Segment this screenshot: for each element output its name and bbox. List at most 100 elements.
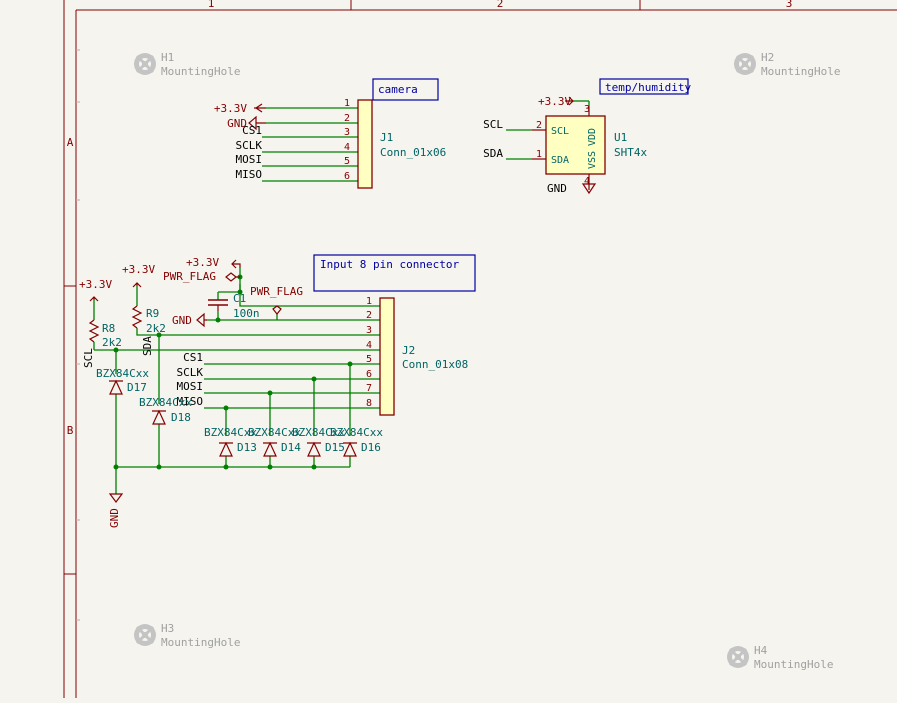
net-label-sda: SDA: [141, 336, 154, 356]
camera-wires: [262, 107, 357, 182]
sensor-power-label: +3.3V: [538, 95, 571, 108]
resistor-r8[interactable]: R8 2k2: [88, 319, 122, 349]
mounting-hole-h3[interactable]: H3 MountingHole: [132, 622, 240, 649]
diode-d14[interactable]: BZX84Cxx D14: [248, 426, 301, 457]
connector-j1[interactable]: 1 2 3 4 5 6 J1 Conn_01x06: [344, 98, 446, 189]
pin-number: 2: [536, 120, 542, 131]
net-label: MOSI: [177, 380, 204, 393]
pin-number: 5: [366, 354, 372, 365]
net-label: MISO: [177, 395, 204, 408]
pin-number: 4: [584, 176, 590, 187]
frame-row-label: A: [67, 136, 74, 149]
mounting-hole-h2[interactable]: H2 MountingHole: [732, 51, 840, 78]
mounting-hole-h1[interactable]: H1 MountingHole: [132, 51, 240, 78]
sensor-title-box: [599, 78, 689, 95]
sensor-power-symbol[interactable]: +3.3V: [538, 95, 574, 108]
camera-power-label: +3.3V: [214, 102, 247, 115]
camera-power-symbol[interactable]: [254, 103, 266, 113]
diode-d16[interactable]: BZX84Cxx D16: [330, 426, 383, 457]
pwr-flag-label: PWR_FLAG: [163, 270, 216, 283]
camera-section: camera +3.3V GND CS1 SCLK MOSI MISO: [214, 78, 446, 189]
frame-col-label: 3: [786, 0, 793, 10]
frame-col-label: 2: [497, 0, 504, 10]
camera-net-label: MOSI: [236, 153, 263, 166]
power-symbol-3v3[interactable]: +3.3V: [186, 256, 241, 269]
u1-ref: U1: [614, 131, 627, 144]
gnd-symbol[interactable]: GND: [108, 493, 124, 528]
input-section: Input 8 pin connector: [79, 254, 476, 528]
sensor-gnd-label: GND: [547, 182, 567, 195]
d13-ref: D13: [237, 441, 257, 454]
d16-value: BZX84Cxx: [330, 426, 383, 439]
hole-value: MountingHole: [161, 65, 240, 78]
camera-gnd-label: GND: [227, 117, 247, 130]
pin-number: 8: [366, 398, 372, 409]
pin-number: 4: [366, 340, 372, 351]
pin-name: SCL: [551, 126, 569, 137]
d14-ref: D14: [281, 441, 301, 454]
d14-value: BZX84Cxx: [248, 426, 301, 439]
r8-ref: R8: [102, 322, 115, 335]
pin-number: 7: [366, 383, 372, 394]
gnd-label: GND: [172, 314, 192, 327]
power-symbol-3v3[interactable]: +3.3V: [79, 278, 112, 302]
pin-number: 6: [344, 171, 350, 182]
diode-d18[interactable]: BZX84Cxx D18: [139, 396, 192, 425]
camera-net-label: CS1: [242, 124, 262, 137]
j1-ref: J1: [380, 131, 393, 144]
d15-value: BZX84Cxx: [292, 426, 345, 439]
pin-number: 1: [536, 149, 542, 160]
d18-value: BZX84Cxx: [139, 396, 192, 409]
power-label: +3.3V: [122, 263, 155, 276]
frame-row-label: B: [67, 424, 74, 437]
net-label-scl: SCL: [82, 348, 95, 368]
mounting-hole-h4[interactable]: H4 MountingHole: [725, 644, 833, 671]
j1-value: Conn_01x06: [380, 146, 446, 159]
input-title-box: [313, 254, 476, 292]
pin-name: VDD: [587, 128, 598, 146]
u1-value: SHT4x: [614, 146, 647, 159]
connector-j2[interactable]: 1 2 3 4 5 6 7 8 J2 Conn_01x08: [366, 296, 468, 416]
pin-number: 6: [366, 369, 372, 380]
diode-d17[interactable]: BZX84Cxx D17: [96, 367, 149, 395]
power-label: +3.3V: [186, 256, 219, 269]
hole-value: MountingHole: [754, 658, 833, 671]
hole-ref: H3: [161, 622, 174, 635]
resistor-r9[interactable]: R9 2k2: [131, 305, 166, 335]
pin-number: 3: [584, 104, 590, 115]
camera-gnd-symbol[interactable]: [248, 115, 266, 131]
j2-value: Conn_01x08: [402, 358, 468, 371]
frame-col-label: 1: [208, 0, 215, 10]
diode-d13[interactable]: BZX84Cxx D13: [204, 426, 257, 457]
pwr-flag-symbol[interactable]: PWR_FLAG: [163, 270, 240, 283]
pin-number: 2: [366, 310, 372, 321]
sensor-section: temp/humidity SCL SDA +3.3V GND: [483, 78, 691, 195]
gnd-label: GND: [108, 508, 121, 528]
hole-ref: H2: [761, 51, 774, 64]
pwr-flag-symbol[interactable]: PWR_FLAG: [250, 285, 303, 315]
pin-name: SDA: [551, 155, 569, 166]
camera-title-box: [372, 78, 439, 101]
diode-d15[interactable]: BZX84Cxx D15: [292, 426, 345, 457]
input-title: Input 8 pin connector: [320, 258, 459, 271]
capacitor-c1[interactable]: C1 100n: [208, 292, 260, 320]
power-label: +3.3V: [79, 278, 112, 291]
d17-ref: D17: [127, 381, 147, 394]
d13-value: BZX84Cxx: [204, 426, 257, 439]
hole-ref: H4: [754, 644, 768, 657]
hole-value: MountingHole: [161, 636, 240, 649]
sensor-net-label: SCL: [483, 118, 503, 131]
power-symbol-3v3[interactable]: +3.3V: [122, 263, 155, 288]
j2-ref: J2: [402, 344, 415, 357]
pin-number: 3: [366, 325, 372, 336]
pin-number: 1: [366, 296, 372, 307]
hole-ref: H1: [161, 51, 174, 64]
camera-net-label: MISO: [236, 168, 263, 181]
camera-title: camera: [378, 83, 418, 96]
gnd-symbol[interactable]: GND: [172, 312, 207, 328]
sensor-gnd-symbol[interactable]: GND: [547, 182, 597, 195]
input-wires: [93, 268, 380, 494]
sensor-u1[interactable]: 3 2 1 4 SCL SDA VDD VSS U1 SHT4x: [532, 104, 647, 187]
